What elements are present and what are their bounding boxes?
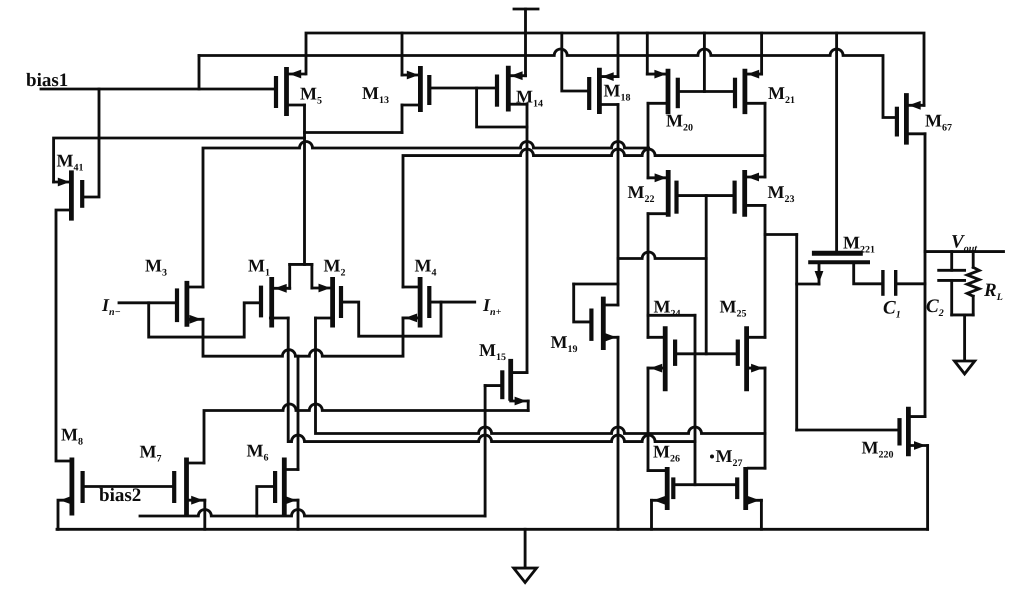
svg-text:bias1: bias1 [26,70,68,91]
svg-text:bias2: bias2 [99,485,141,506]
svg-text:M5: M5 [300,84,322,107]
svg-text:M6: M6 [247,441,269,464]
svg-text:M8: M8 [61,425,83,448]
svg-text:M3: M3 [145,255,167,278]
svg-text:M2: M2 [324,255,346,278]
svg-text:M4: M4 [415,255,437,278]
svg-text:M7: M7 [140,442,162,465]
svg-text:M1: M1 [248,255,270,278]
